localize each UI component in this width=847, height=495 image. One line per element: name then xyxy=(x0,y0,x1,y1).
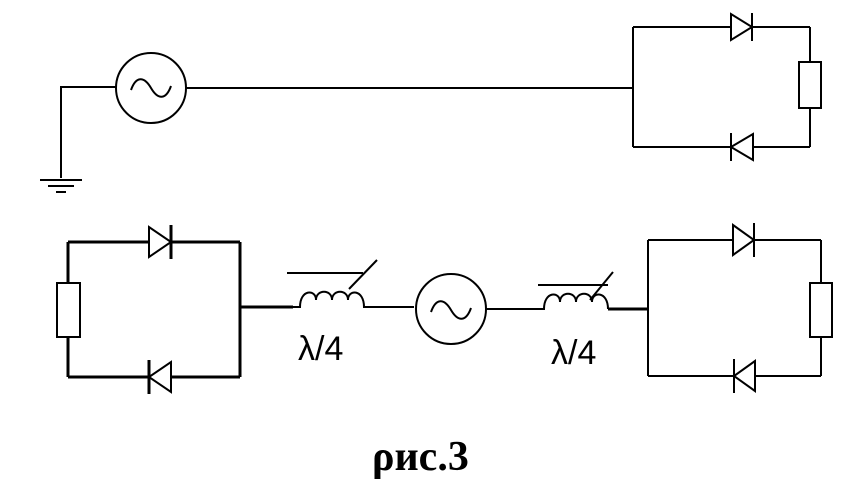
diode-triangle xyxy=(148,225,173,259)
sine-wave-icon xyxy=(430,300,472,320)
bottom-circuit: λ/4 λ/4 xyxy=(56,223,833,394)
diode-top xyxy=(148,225,173,259)
diode-triangle xyxy=(147,360,172,394)
inductor-left: λ/4 xyxy=(287,259,414,368)
inductor-coil xyxy=(540,292,609,310)
resistor xyxy=(809,282,833,338)
inductor-left-label: λ/4 xyxy=(298,330,343,368)
ground-wire xyxy=(60,86,117,178)
inductor-tuning-arrow xyxy=(589,271,614,301)
diode-triangle xyxy=(730,12,754,42)
resistor xyxy=(56,282,81,338)
diode-bottom xyxy=(729,132,754,162)
ac-source-center xyxy=(415,273,487,345)
diode-bottom xyxy=(732,359,756,393)
diode-top xyxy=(732,223,756,257)
sine-wave-icon xyxy=(130,78,172,98)
figure-caption: ρис.3 xyxy=(372,434,469,480)
diode-triangle xyxy=(732,359,756,393)
top-circuit xyxy=(40,12,822,193)
diode-triangle xyxy=(732,223,756,257)
top-diode-bridge xyxy=(632,12,822,162)
diode-top xyxy=(730,12,754,42)
inductor-coil xyxy=(293,290,414,308)
left-diode-bridge xyxy=(56,225,242,394)
inductor-right: λ/4 xyxy=(538,271,614,372)
right-diode-bridge xyxy=(647,223,833,393)
inductor-tuning-arrow xyxy=(348,259,378,290)
resistor xyxy=(798,61,822,109)
inductor-right-label: λ/4 xyxy=(551,334,596,372)
diode-triangle xyxy=(729,132,754,162)
diode-bottom xyxy=(147,360,172,394)
ground-symbol xyxy=(40,86,117,193)
ac-source-top xyxy=(115,52,187,124)
